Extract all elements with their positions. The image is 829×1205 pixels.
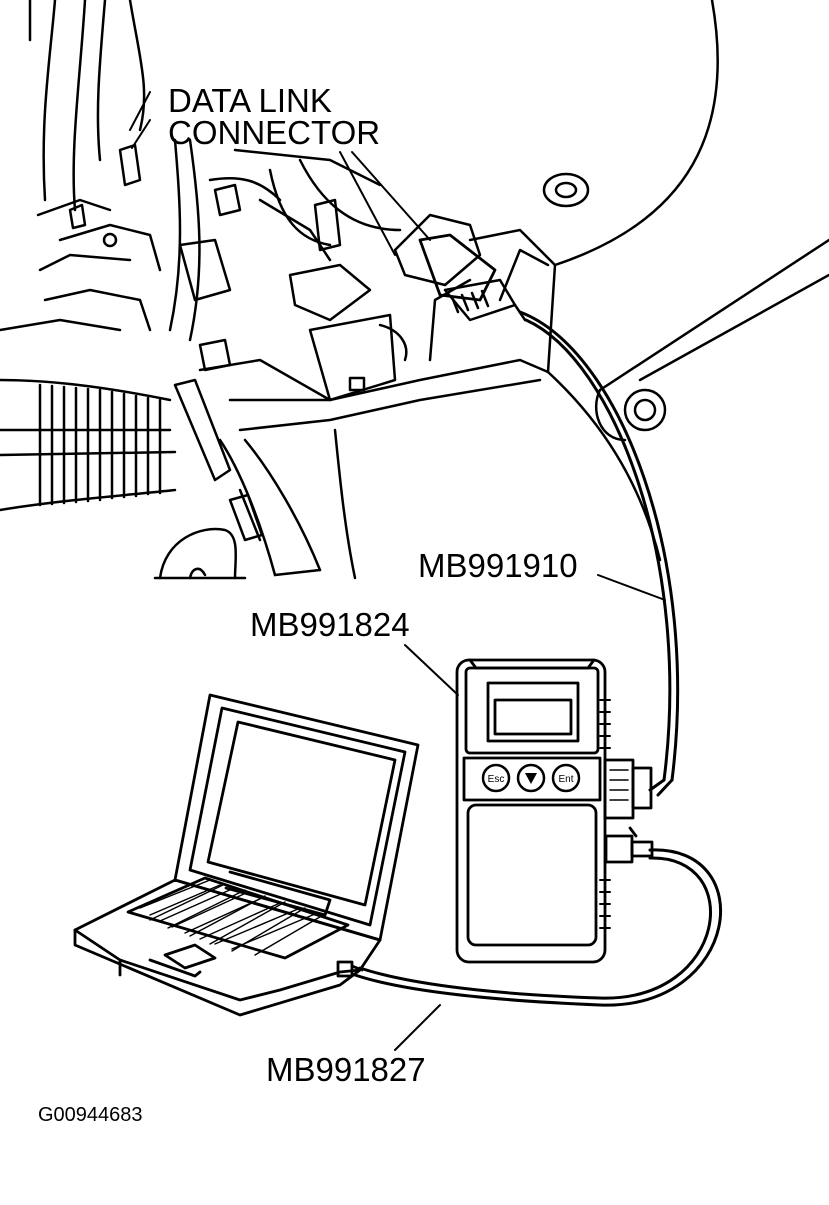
esc-button-icon (481, 763, 511, 793)
data-link-connector-label-line2: CONNECTOR (168, 114, 381, 151)
enter-button-label: Ent (558, 774, 573, 785)
down-button-icon (516, 763, 546, 793)
dashboard-underside (0, 0, 829, 580)
leader-mb991910 (597, 574, 666, 601)
leader-data-link (129, 91, 431, 256)
vci-device (455, 658, 654, 964)
enter-button-icon (551, 763, 581, 793)
figure-id-label: G00944683 (38, 1104, 143, 1126)
esc-button-label: Esc (488, 774, 505, 785)
cable-mb991827 (353, 848, 723, 1007)
mb991824-device-label: MB991824 (250, 606, 410, 643)
device-buttons (481, 763, 581, 793)
mb991910-cable-label: MB991910 (418, 547, 578, 584)
leader-mb991827 (394, 1004, 441, 1051)
leader-mb991824 (404, 644, 459, 696)
data-link-connector-label-line1: DATA LINK (168, 82, 332, 119)
laptop (73, 693, 420, 1017)
cable-mb991910 (518, 310, 680, 797)
mb991827-cable-label: MB991827 (266, 1051, 426, 1088)
